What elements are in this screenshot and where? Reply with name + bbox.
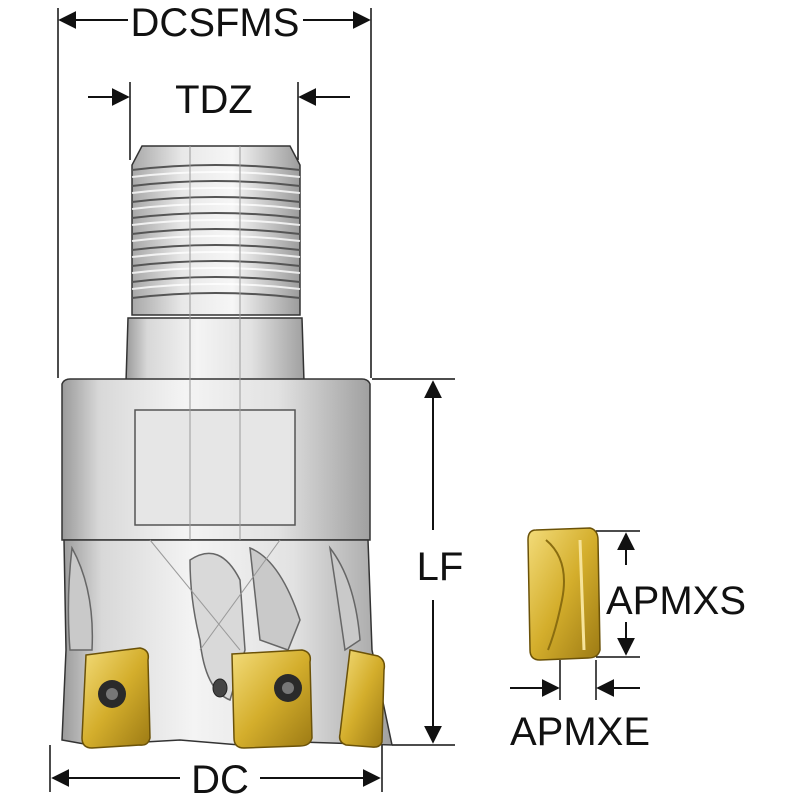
insert-right: [338, 649, 386, 748]
dimension-dc: DC: [51, 758, 381, 800]
dcsfms-label: DCSFMS: [131, 1, 300, 45]
dc-label: DC: [191, 758, 249, 800]
dimension-apmxe: APMXE: [510, 679, 650, 754]
hidden-lines: [149, 146, 281, 651]
lf-label: LF: [417, 545, 464, 589]
tdz-label: TDZ: [175, 78, 253, 122]
shank-neck: [125, 317, 305, 383]
apmxe-label: APMXE: [510, 710, 650, 754]
dimension-dcsfms: DCSFMS: [58, 1, 371, 45]
apmxs-label: APMXS: [606, 579, 746, 623]
threaded-shank: [131, 145, 301, 316]
dimension-lf: LF: [417, 380, 464, 744]
insert-middle: [231, 649, 313, 749]
dimension-tdz: TDZ: [88, 78, 350, 122]
body-flat: [134, 409, 296, 526]
flutes: [67, 545, 361, 702]
cutter-body: [61, 145, 393, 749]
insert-left: [81, 647, 151, 749]
insert-detail: [527, 527, 601, 661]
dimension-apmxs: APMXS: [606, 532, 746, 656]
extension-lines: [49, 8, 640, 792]
coolant-hole: [212, 678, 228, 698]
